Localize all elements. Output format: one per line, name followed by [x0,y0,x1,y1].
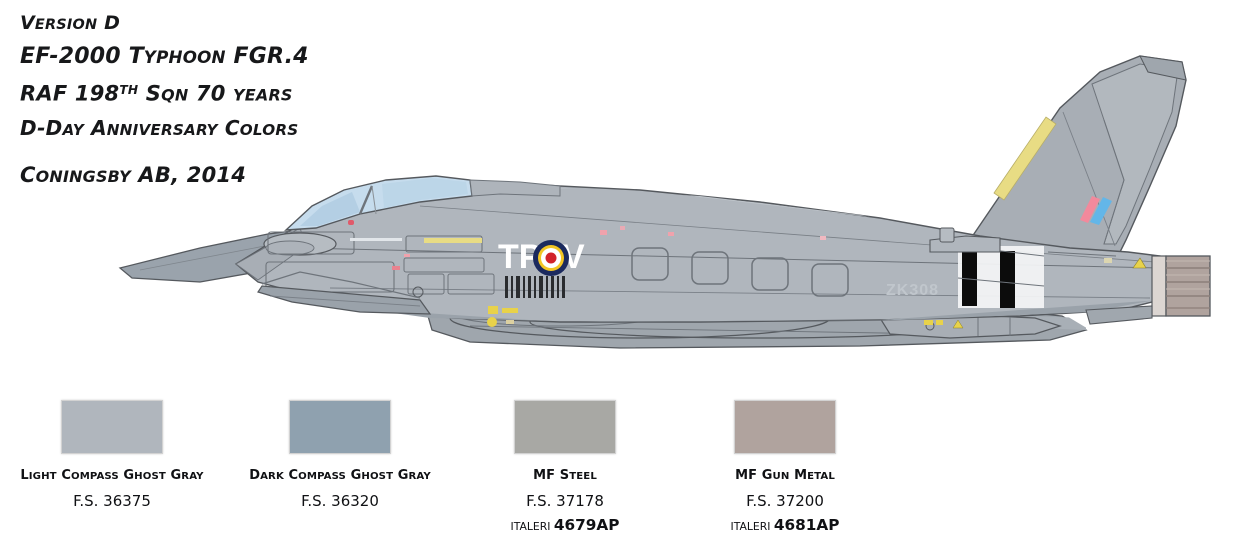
aircraft-serial-text: ZK308 [886,282,939,299]
invasion-stripe-black-1 [962,248,977,306]
barcode-panel [505,276,565,298]
swatch-fs-0: F.S. 36375 [73,492,151,510]
fin-root-fairing [929,227,1117,257]
exhaust-nozzle [1151,255,1211,317]
swatch-brand-2: ITALERI [510,520,551,533]
air-intake [257,271,432,315]
swatch-column-3: MF GUN METAL F.S. 37200 ITALERI 4681AP [690,388,880,534]
swatch-name-0: LIGHT COMPASS GHOST GRAY [20,468,204,483]
caption-anniversary-line: D-DAY ANNIVERSARY COLORS [20,115,299,140]
swatch-column-0: LIGHT COMPASS GHOST GRAY F.S. 36375 [12,388,212,516]
individual-letter-text: V [562,238,585,276]
swatch-column-2: MF STEEL F.S. 37178 ITALERI 4679AP [470,388,660,534]
nozzle-gunmetal [1165,255,1211,317]
swatch-fs-1: F.S. 36320 [301,492,379,510]
paint-color-legend: LIGHT COMPASS GHOST GRAY F.S. 36375 DARK… [0,388,1240,543]
tail-flash-marking [1080,196,1112,225]
swatch-fs-2: F.S. 37178 [526,492,604,510]
caption-squadron-line: RAF 198TH SQN 70 YEARS [20,81,293,106]
rear-lower-fairing [1085,305,1153,325]
wing-root-stencils [487,306,518,327]
swatch-italeri-2: ITALERI 4679AP [470,516,660,534]
swatch-name-2: MF STEEL [533,468,597,483]
rear-stencils [1104,257,1147,269]
forward-yellow-stripe [424,238,482,243]
swatch-chip-dark-compass-ghost-gray [289,400,391,454]
swatch-fs-3: F.S. 37200 [746,492,824,510]
swatch-name-3: MF GUN METAL [735,468,835,483]
swatch-column-1: DARK COMPASS GHOST GRAY F.S. 36320 [240,388,440,516]
fuselage-codes: TP V [498,238,585,276]
fin-leading-edge-yellow-strip [993,116,1057,201]
invasion-stripe-black-2 [1000,251,1015,308]
swatch-code-3: 4681AP [773,516,840,534]
swatch-chip-mf-steel [514,400,616,454]
caption-version-line: VERSION D [20,12,121,34]
caption-block: VERSION D EF-2000 TYPHOON FGR.4 RAF 198T… [20,8,500,193]
raf-roundel [533,240,569,276]
swatch-chip-mf-gun-metal [734,400,836,454]
invasion-stripes [957,245,1045,308]
cockpit-canopy [284,175,561,231]
aircraft-profile-illustration: TP V [118,55,1211,349]
caption-base-line: CONINGSBY AB, 2014 [20,162,247,187]
swatch-code-2: 4679AP [553,516,620,534]
swatch-brand-3: ITALERI [730,520,771,533]
swatch-italeri-3: ITALERI 4681AP [690,516,880,534]
forward-fuselage-panels [265,220,495,298]
swatch-name-1: DARK COMPASS GHOST GRAY [249,468,431,483]
swatch-chip-light-compass-ghost-gray [61,400,163,454]
vertical-stabilizer [961,55,1187,253]
caption-aircraft-line: EF-2000 TYPHOON FGR.4 [20,44,309,69]
fuselage-access-panels [631,247,849,297]
irst-sensor-fairing [263,232,337,256]
